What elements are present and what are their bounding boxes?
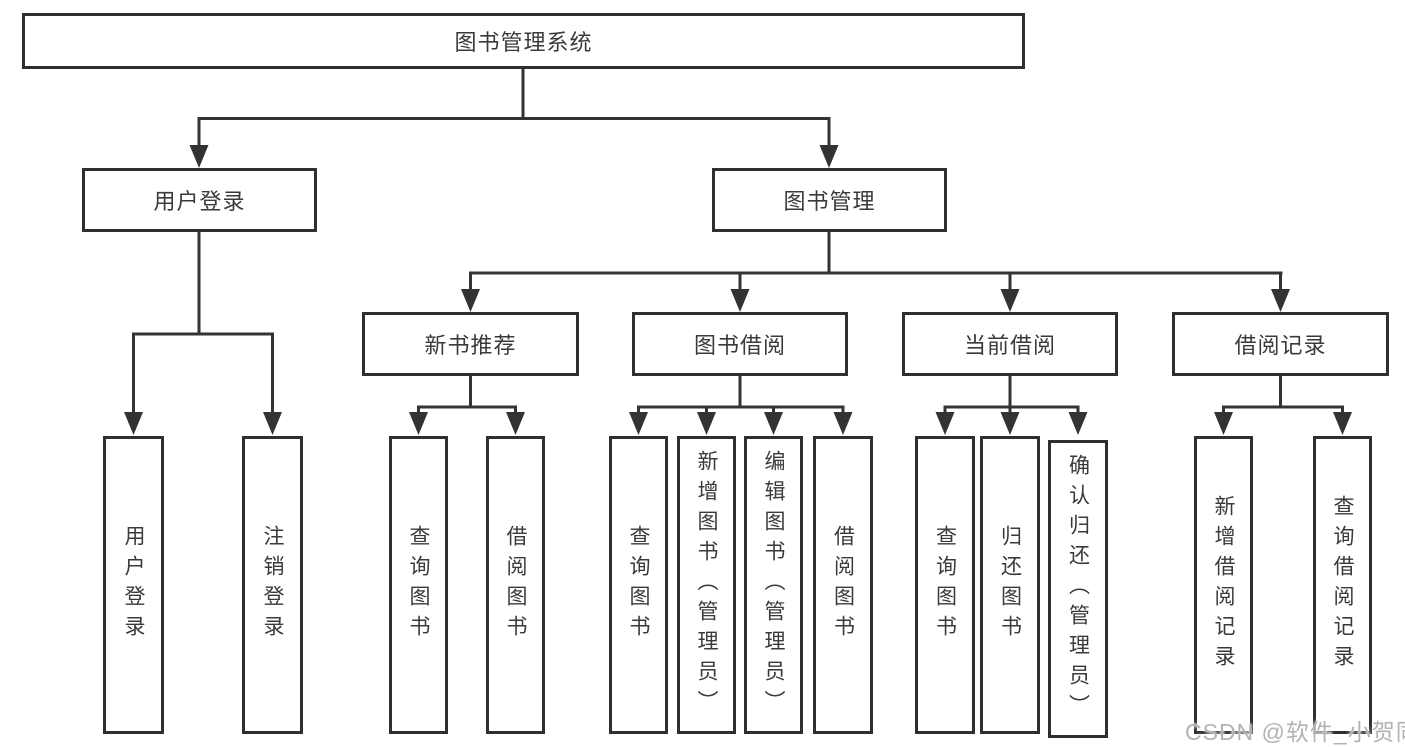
leaf-borrowing-query-books-label: 查询图书 — [627, 525, 650, 645]
leaf-records-add-record: 新增借阅记录 — [1194, 436, 1253, 734]
leaf-current-confirm-return-admin: 确认归还（管理员） — [1048, 440, 1108, 738]
leaf-newbooks-borrow-books-label: 借阅图书 — [504, 525, 527, 645]
node-new-book-recommend-label: 新书推荐 — [424, 333, 517, 358]
leaf-user-login: 用户登录 — [103, 436, 164, 734]
leaf-current-return-books: 归还图书 — [980, 436, 1040, 734]
leaf-borrowing-borrow-books-label: 借阅图书 — [831, 525, 855, 645]
leaf-newbooks-query-books: 查询图书 — [389, 436, 448, 734]
node-new-book-recommend: 新书推荐 — [362, 312, 579, 376]
node-borrowing-records: 借阅记录 — [1172, 312, 1389, 376]
leaf-user-login-label: 用户登录 — [122, 525, 145, 645]
leaf-newbooks-query-books-label: 查询图书 — [407, 525, 430, 645]
csdn-watermark: CSDN @软件_小贺同学 — [1185, 719, 1405, 745]
leaf-borrowing-edit-books-admin: 编辑图书（管理员） — [744, 436, 803, 734]
leaf-borrowing-add-books-admin-label: 新增图书（管理员） — [695, 450, 718, 720]
node-user-login-label: 用户登录 — [153, 189, 246, 214]
arrowheads — [124, 145, 1352, 435]
node-user-login: 用户登录 — [82, 168, 317, 232]
leaf-borrowing-borrow-books: 借阅图书 — [813, 436, 873, 734]
leaf-logout-label: 注销登录 — [261, 525, 284, 645]
node-book-borrowing: 图书借阅 — [632, 312, 848, 376]
leaf-current-confirm-return-admin-label: 确认归还（管理员） — [1066, 454, 1090, 724]
leaf-borrowing-add-books-admin: 新增图书（管理员） — [677, 436, 736, 734]
leaf-current-return-books-label: 归还图书 — [998, 525, 1022, 645]
node-book-management-label: 图书管理 — [783, 189, 876, 214]
node-current-borrowing: 当前借阅 — [902, 312, 1118, 376]
leaf-current-query-books-label: 查询图书 — [933, 525, 957, 645]
node-root-label: 图书管理系统 — [454, 30, 593, 55]
node-book-borrowing-label: 图书借阅 — [693, 333, 786, 358]
leaf-logout: 注销登录 — [242, 436, 303, 734]
leaf-newbooks-borrow-books: 借阅图书 — [486, 436, 545, 734]
node-root: 图书管理系统 — [22, 13, 1025, 69]
node-borrowing-records-label: 借阅记录 — [1234, 333, 1327, 358]
leaf-records-query-record: 查询借阅记录 — [1313, 436, 1372, 734]
connector-paths — [132, 68, 1344, 416]
leaf-records-add-record-label: 新增借阅记录 — [1212, 495, 1235, 675]
node-book-management: 图书管理 — [712, 168, 947, 232]
leaf-borrowing-edit-books-admin-label: 编辑图书（管理员） — [762, 450, 785, 720]
leaf-records-query-record-label: 查询借阅记录 — [1331, 495, 1354, 675]
node-current-borrowing-label: 当前借阅 — [963, 333, 1056, 358]
leaf-current-query-books: 查询图书 — [915, 436, 975, 734]
leaf-borrowing-query-books: 查询图书 — [609, 436, 668, 734]
